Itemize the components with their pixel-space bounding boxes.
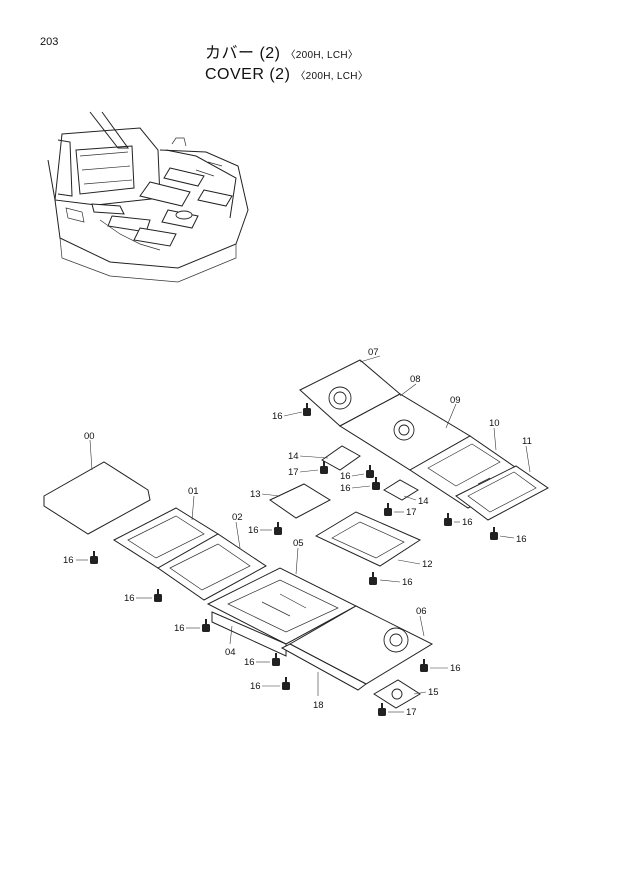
- callout-00: 00: [84, 431, 95, 442]
- bolts: [90, 403, 498, 716]
- title-en-sub: 〈200H, LCH〉: [295, 71, 369, 82]
- callout-14-upper: 14: [288, 451, 299, 462]
- bolt-16b: [366, 465, 374, 478]
- callout-16-d: 16: [462, 517, 473, 528]
- title-en: COVER (2) 〈200H, LCH〉: [205, 65, 368, 86]
- bolt-16a: [303, 403, 311, 416]
- cover-plate-04: [211, 611, 287, 657]
- callout-02: 02: [232, 512, 243, 523]
- upper-cover-chain: [299, 359, 549, 521]
- callout-17-a: 17: [288, 467, 299, 478]
- bolt-16g: [369, 572, 377, 585]
- callout-01: 01: [188, 486, 199, 497]
- callout-17-b: 17: [406, 507, 417, 518]
- callout-16-b: 16: [340, 471, 351, 482]
- callout-07: 07: [368, 347, 379, 358]
- callout-11: 11: [522, 436, 532, 447]
- plate-13: [269, 483, 332, 519]
- machine-overview-sketch: [47, 111, 249, 283]
- callout-17-c: 17: [406, 707, 417, 718]
- callout-16-c: 16: [340, 483, 351, 494]
- bolt-16j: [202, 619, 210, 632]
- callout-10: 10: [489, 418, 500, 429]
- callout-08: 08: [410, 374, 421, 385]
- callout-16-l: 16: [250, 681, 261, 692]
- callout-16-e: 16: [516, 534, 527, 545]
- callout-16-i: 16: [124, 593, 135, 604]
- callout-16-h: 16: [63, 555, 74, 566]
- bolt-17c: [378, 703, 386, 716]
- bolt-16m: [420, 659, 428, 672]
- title-jp-main: カバー (2): [205, 45, 281, 62]
- title-jp-sub: 〈200H, LCH〉: [285, 50, 359, 61]
- bolt-16c: [372, 477, 380, 490]
- cover-plate-02: [157, 533, 267, 601]
- plate-14-upper: [321, 445, 361, 471]
- callout-12: 12: [422, 559, 433, 570]
- callout-15: 15: [428, 687, 439, 698]
- bolt-16h: [90, 551, 98, 564]
- bolt-16f: [274, 522, 282, 535]
- callout-16-a: 16: [272, 411, 283, 422]
- callout-16-f: 16: [248, 525, 259, 536]
- bolt-16l: [282, 677, 290, 690]
- callout-16-m: 16: [450, 663, 461, 674]
- callout-16-g: 16: [402, 577, 413, 588]
- callout-18: 18: [313, 700, 324, 711]
- small-plates: [269, 445, 422, 709]
- cover-plate-00: [43, 461, 151, 535]
- callout-16-j: 16: [174, 623, 185, 634]
- callout-14-lower: 14: [418, 496, 429, 507]
- bolt-17b: [384, 503, 392, 516]
- page-number: 203: [40, 36, 59, 48]
- title-block: カバー (2) 〈200H, LCH〉 COVER (2) 〈200H, LCH…: [205, 44, 368, 86]
- title-jp: カバー (2) 〈200H, LCH〉: [205, 44, 368, 65]
- plate-14-lower: [383, 479, 419, 501]
- callout-04: 04: [225, 647, 236, 658]
- plate-12: [314, 511, 422, 567]
- bolt-16i: [154, 589, 162, 602]
- lower-cover-chain: [43, 461, 434, 691]
- leader-lines: [76, 355, 531, 713]
- bolt-16d: [444, 513, 452, 526]
- callout-05: 05: [293, 538, 304, 549]
- title-en-main: COVER (2): [205, 66, 291, 83]
- cover-plate-11: [455, 465, 549, 521]
- callout-16-k: 16: [244, 657, 255, 668]
- bolt-16k: [272, 653, 280, 666]
- callout-09: 09: [450, 395, 461, 406]
- bolt-16e: [490, 527, 498, 540]
- cover-plate-18: [280, 643, 367, 691]
- callout-13: 13: [250, 489, 261, 500]
- callout-06: 06: [416, 606, 427, 617]
- bolt-17a: [320, 461, 328, 474]
- callout-labels: 07 08 09 10 11 00 01 02 05 06 04 18 13 1…: [63, 347, 532, 718]
